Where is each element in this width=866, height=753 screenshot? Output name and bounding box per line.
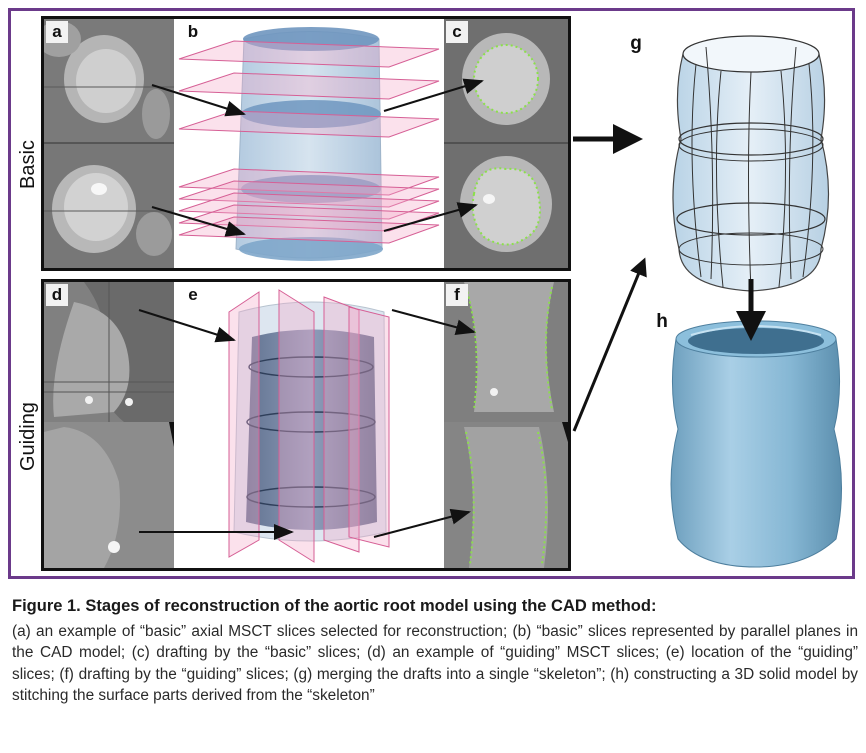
panel-a-letter: a: [46, 21, 68, 43]
panel-f-letter: f: [446, 284, 468, 306]
panel-h-letter: h: [656, 311, 668, 332]
panel-e-model: [174, 282, 444, 568]
panel-c-ct-image: [444, 19, 568, 268]
basic-row-group: a: [41, 16, 571, 271]
main-flow-arrows: [572, 124, 766, 432]
panel-d-ct-image: [44, 282, 174, 568]
figure-frame: a: [8, 8, 855, 579]
caption-title: Figure 1. Stages of reconstruction of th…: [12, 597, 657, 615]
figure-caption: Figure 1. Stages of reconstruction of th…: [12, 596, 858, 707]
panel-e-letter: e: [188, 285, 198, 304]
guiding-row-group: d: [41, 279, 571, 571]
caption-body: (a) an example of “basic” axial MSCT sli…: [12, 622, 858, 705]
panel-b-model: [174, 19, 444, 268]
panel-d-letter: d: [46, 284, 68, 306]
panel-a-ct-image: [44, 19, 174, 268]
panel-h-solid: [656, 309, 856, 569]
guiding-row-arrows: [138, 309, 476, 540]
panel-b-letter: b: [187, 22, 199, 41]
basic-row-arrows: [151, 78, 484, 237]
panel-c-letter: c: [446, 21, 468, 43]
panel-g-skeleton: [651, 19, 851, 304]
panel-g-letter: g: [630, 33, 642, 54]
